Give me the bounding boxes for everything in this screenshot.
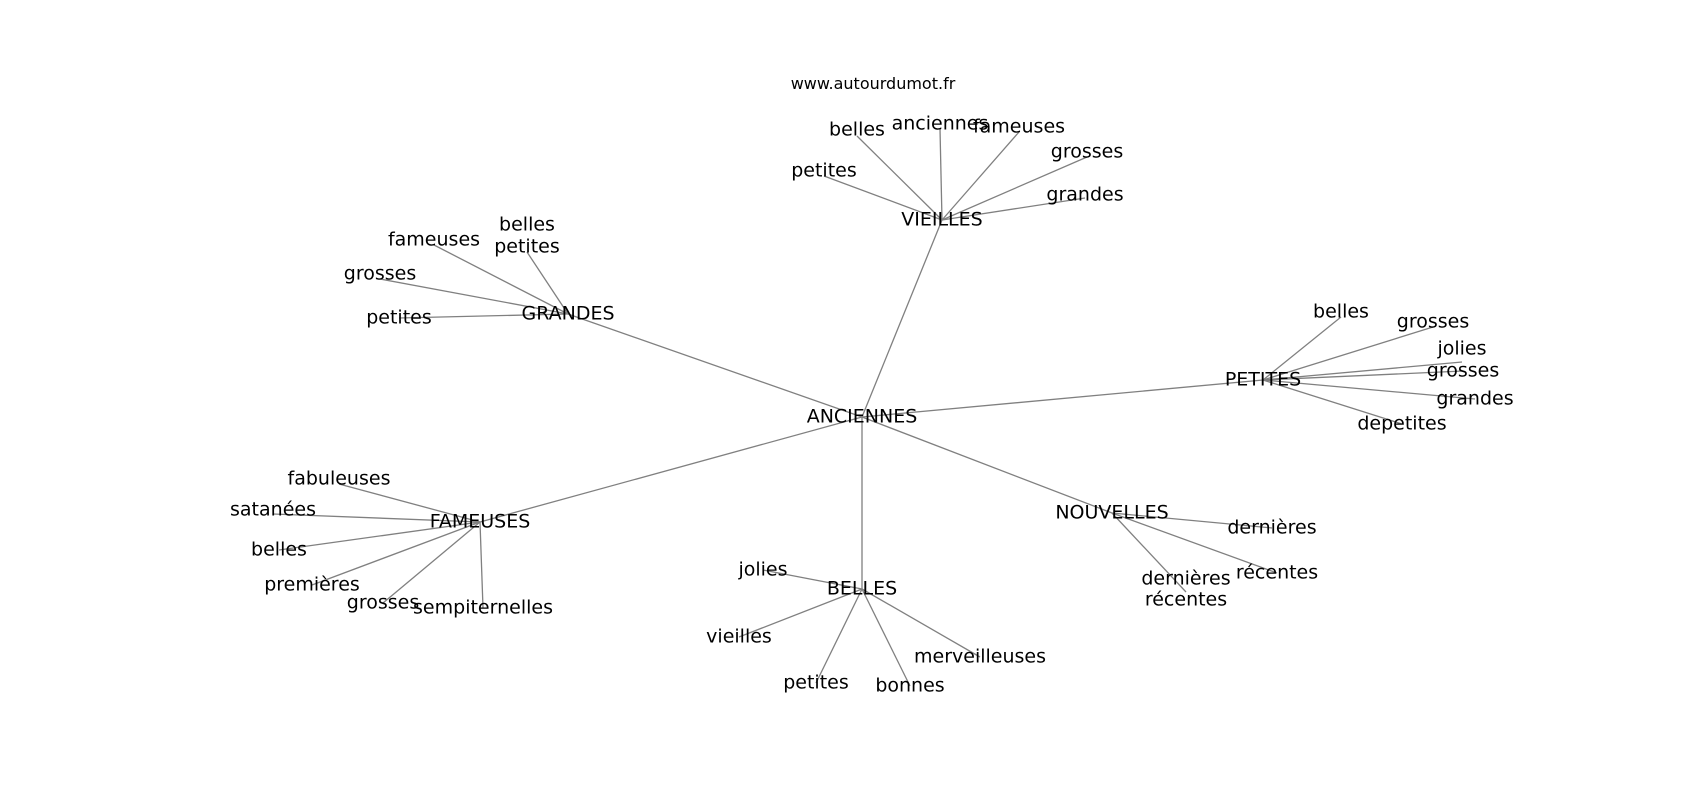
- edge-fameuses-hub-fameuses-grosses: [382, 521, 481, 604]
- edge-nouvelles-nouvelles-dernieres-2: [1111, 512, 1187, 593]
- node-fameuses-belles[interactable]: belles: [251, 539, 307, 561]
- edge-petites-hub-petites-grosses-top: [1262, 326, 1434, 381]
- node-grandes[interactable]: GRANDES: [521, 303, 614, 325]
- edge-petites-hub-petites-grandes: [1262, 379, 1476, 400]
- edge-vieilles-vieilles-fameuses: [941, 131, 1020, 221]
- edge-belles-hub-belles-jolies: [762, 569, 863, 590]
- node-belles-petites[interactable]: petites: [783, 672, 849, 694]
- edges-layer: [272, 128, 1476, 687]
- node-belles-hub[interactable]: BELLES: [827, 578, 897, 600]
- node-fameuses-sempiternelles[interactable]: sempiternelles: [413, 597, 553, 619]
- node-petites-belles[interactable]: belles: [1313, 301, 1369, 323]
- edge-belles-hub-belles-bonnes: [861, 588, 911, 687]
- node-petites-hub[interactable]: PETITES: [1225, 369, 1301, 391]
- node-vieilles-belles[interactable]: belles: [829, 119, 885, 141]
- edge-anciennes-center-nouvelles: [861, 416, 1113, 514]
- node-anciennes-center[interactable]: ANCIENNES: [807, 406, 918, 428]
- node-fameuses-hub[interactable]: FAMEUSES: [430, 511, 531, 533]
- node-fameuses-premieres[interactable]: premières: [264, 574, 360, 596]
- node-grandes-grosses[interactable]: grosses: [344, 263, 416, 285]
- edge-grandes-grandes-fameuses: [433, 244, 569, 315]
- node-petites-jolies[interactable]: jolies: [1436, 338, 1486, 360]
- node-grandes-petites-top[interactable]: petites: [494, 236, 560, 258]
- node-petites-grosses-top[interactable]: grosses: [1397, 311, 1469, 333]
- edge-belles-hub-belles-petites: [815, 588, 863, 684]
- edge-vieilles-vieilles-petites: [823, 175, 943, 221]
- edge-fameuses-hub-fameuses-premieres: [311, 521, 481, 586]
- edge-petites-hub-petites-depetites: [1262, 379, 1403, 425]
- edge-belles-hub-belles-vieilles: [738, 588, 863, 638]
- node-vieilles-anciennes[interactable]: anciennes: [892, 113, 989, 135]
- node-fameuses-grosses[interactable]: grosses: [347, 592, 419, 614]
- edge-vieilles-vieilles-grandes: [941, 197, 1086, 221]
- node-belles-jolies[interactable]: jolies: [737, 559, 787, 581]
- edge-petites-hub-petites-jolies: [1262, 361, 1463, 381]
- node-belles-bonnes[interactable]: bonnes: [875, 675, 944, 697]
- node-petites-depetites[interactable]: depetites: [1357, 413, 1446, 435]
- edge-anciennes-center-vieilles: [861, 219, 943, 418]
- edge-petites-hub-petites-grosses: [1262, 370, 1464, 381]
- node-nouvelles-recentes[interactable]: récentes: [1236, 562, 1318, 584]
- node-vieilles-petites[interactable]: petites: [791, 160, 857, 182]
- node-grandes-petites[interactable]: petites: [366, 307, 432, 329]
- node-grandes-belles[interactable]: belles: [499, 214, 555, 236]
- edge-nouvelles-nouvelles-recentes: [1111, 512, 1278, 574]
- node-petites-grandes[interactable]: grandes: [1436, 388, 1513, 410]
- node-vieilles-fameuses[interactable]: fameuses: [973, 116, 1065, 138]
- edge-vieilles-vieilles-belles: [856, 135, 943, 221]
- edge-petites-hub-petites-belles: [1262, 316, 1342, 381]
- node-fameuses-satanees[interactable]: satanées: [230, 499, 316, 521]
- edge-grandes-grandes-petites-top: [526, 251, 569, 315]
- edge-fameuses-hub-fameuses-belles: [278, 521, 481, 551]
- edge-vieilles-vieilles-anciennes: [939, 128, 943, 221]
- site-watermark: www.autourdumot.fr: [791, 74, 956, 93]
- node-vieilles[interactable]: VIEILLES: [901, 209, 982, 231]
- node-vieilles-grosses[interactable]: grosses: [1051, 141, 1123, 163]
- labels-layer: ANCIENNES VIEILLES GRANDES PETITES FAMEUSES B…: [230, 113, 1514, 697]
- edge-belles-hub-belles-merveilleuses: [861, 588, 981, 658]
- edge-fameuses-hub-fameuses-fabuleuses: [338, 483, 481, 523]
- node-petites-grosses[interactable]: grosses: [1427, 360, 1499, 382]
- node-nouvelles-recentes-2[interactable]: récentes: [1145, 589, 1227, 611]
- node-nouvelles-dernieres[interactable]: dernières: [1227, 517, 1316, 539]
- node-belles-vieilles[interactable]: vieilles: [706, 626, 772, 648]
- node-fameuses-fabuleuses[interactable]: fabuleuses: [288, 468, 391, 490]
- edge-grandes-grandes-grosses: [379, 278, 569, 315]
- edge-grandes-grandes-petites: [398, 313, 569, 319]
- edge-fameuses-hub-fameuses-sempiternelles: [479, 521, 484, 609]
- edge-anciennes-center-grandes: [567, 313, 863, 418]
- node-vieilles-grandes[interactable]: grandes: [1046, 184, 1123, 206]
- edge-anciennes-center-fameuses-hub: [479, 416, 863, 523]
- edge-vieilles-vieilles-grosses: [941, 156, 1088, 221]
- node-grandes-fameuses[interactable]: fameuses: [388, 229, 480, 251]
- edge-fameuses-hub-fameuses-satanees: [272, 513, 481, 523]
- node-belles-merveilleuses[interactable]: merveilleuses: [914, 646, 1046, 668]
- edge-anciennes-center-petites-hub: [861, 379, 1264, 418]
- node-nouvelles-dernieres-2[interactable]: dernières: [1141, 568, 1230, 590]
- node-nouvelles[interactable]: NOUVELLES: [1055, 502, 1168, 524]
- edge-nouvelles-nouvelles-dernieres: [1111, 512, 1273, 529]
